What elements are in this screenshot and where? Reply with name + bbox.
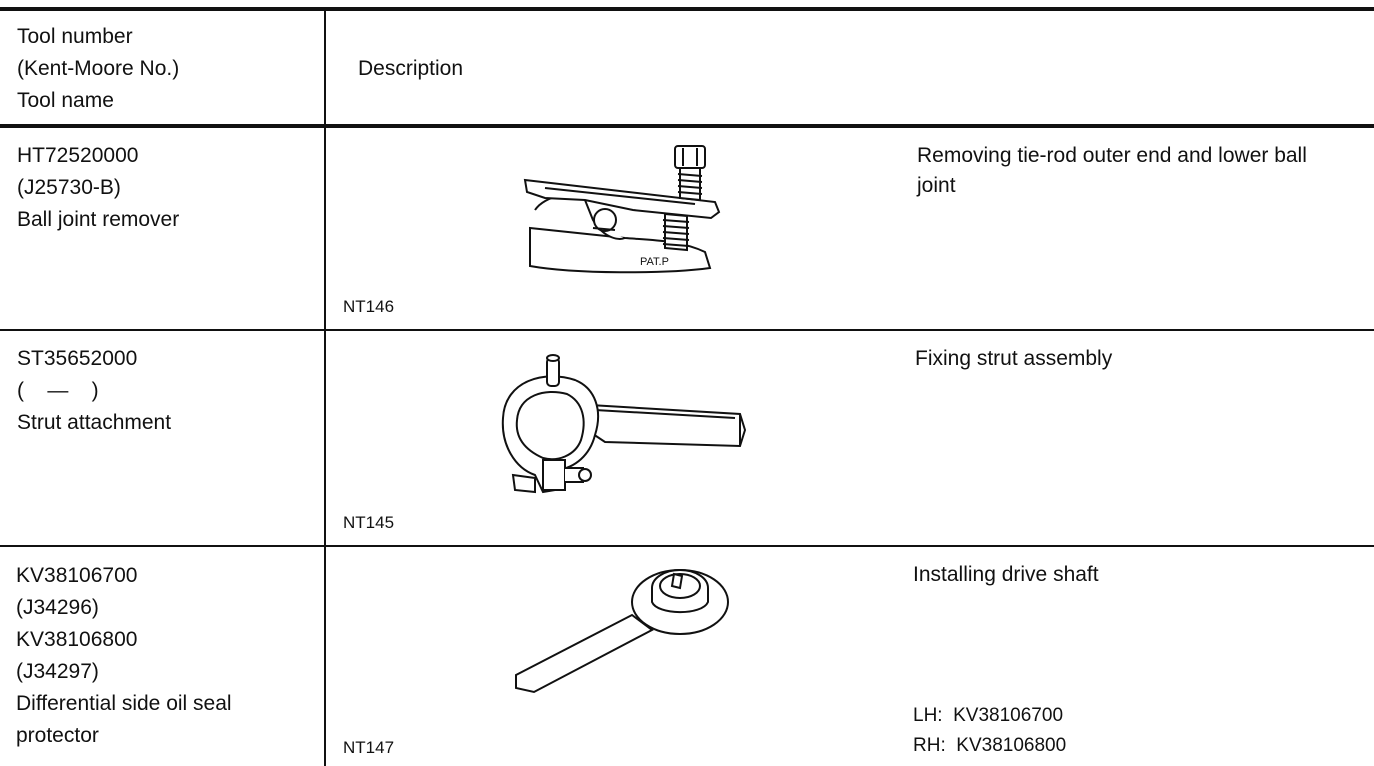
row3-note-rh: RH: KV38106800 (913, 735, 1067, 756)
header-description: Description (358, 57, 464, 80)
row2-description: Fixing strut assembly (915, 347, 1113, 370)
row3-tool-name-line2: protector (16, 724, 99, 747)
row2-figure-code: NT145 (343, 513, 395, 532)
row1-figure-code: NT146 (343, 297, 395, 316)
header-kent-moore: (Kent-Moore No.) (17, 57, 180, 80)
row1-tool-number: HT72520000 (17, 144, 139, 167)
row3-note-lh: LH: KV38106700 (913, 705, 1064, 726)
row1-tool-name: Ball joint remover (17, 208, 180, 231)
row3-kent-moore-rh: (J34297) (16, 660, 99, 683)
oil-seal-protector-illustration (512, 560, 732, 695)
ball-joint-remover-illustration (515, 140, 730, 280)
header-tool-number: Tool number (17, 25, 133, 48)
row2-tool-number: ST35652000 (17, 347, 138, 370)
row1-description-line2: joint (917, 174, 956, 197)
row3-tool-number-lh: KV38106700 (16, 564, 138, 587)
strut-attachment-illustration (495, 350, 760, 505)
header-tool-name: Tool name (17, 89, 114, 112)
row1-description-line1: Removing tie-rod outer end and lower bal… (917, 144, 1307, 167)
row2-kent-moore: ( — ) (17, 379, 99, 402)
row3-kent-moore-lh: (J34296) (16, 596, 99, 619)
column-divider (324, 9, 326, 766)
row1-figure-label: PAT.P (640, 256, 669, 268)
row3-tool-name-line1: Differential side oil seal (16, 692, 232, 715)
row1-kent-moore: (J25730-B) (17, 176, 121, 199)
row3-tool-number-rh: KV38106800 (16, 628, 138, 651)
row3-description: Installing drive shaft (913, 563, 1099, 586)
row-divider-1 (0, 329, 1374, 331)
row2-tool-name: Strut attachment (17, 411, 172, 434)
row3-figure-code: NT147 (343, 738, 395, 757)
table-top-rule (0, 7, 1374, 11)
row-divider-2 (0, 545, 1374, 547)
header-bottom-rule (0, 124, 1374, 128)
